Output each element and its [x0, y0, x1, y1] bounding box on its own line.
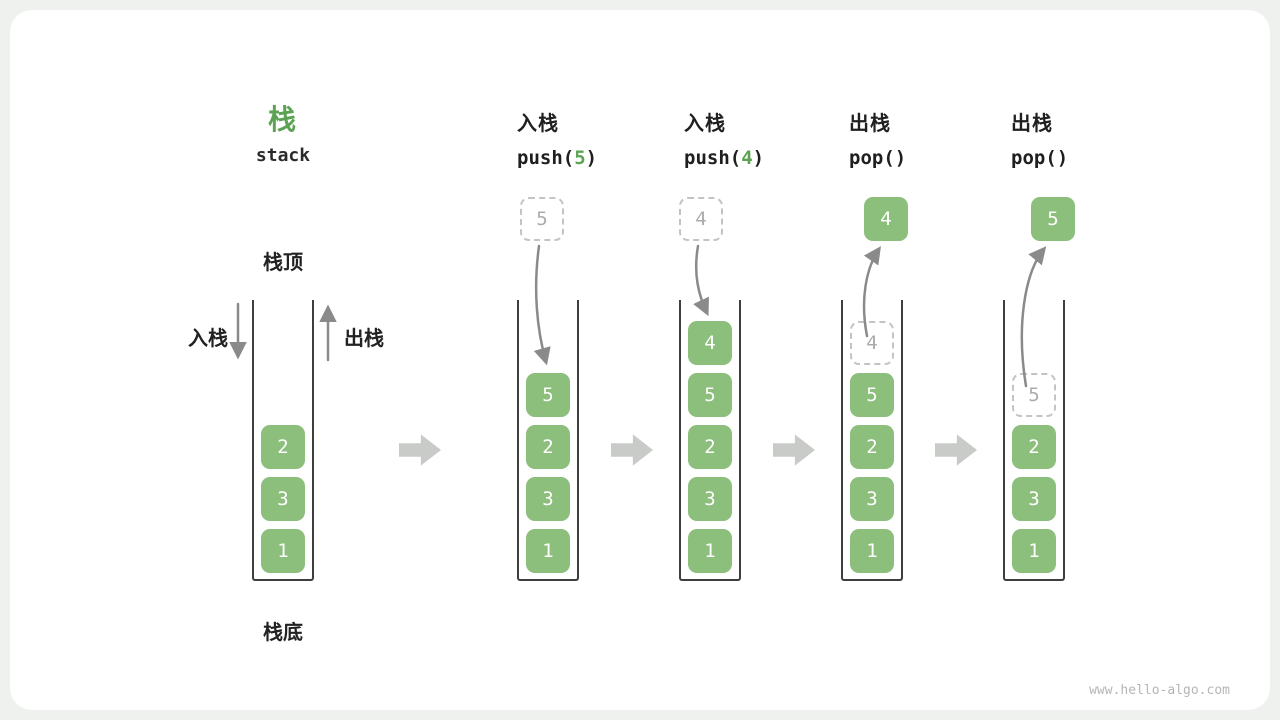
push-label: 入栈	[188, 328, 228, 350]
incoming-value-box: 5	[520, 197, 564, 241]
code-fn: pop(	[1011, 147, 1057, 169]
op-label: 入栈	[684, 113, 726, 135]
stack-frame-2	[517, 300, 579, 581]
code-fn: push(	[517, 147, 575, 169]
code-close: )	[894, 147, 907, 169]
stack-cell: 3	[1012, 477, 1056, 521]
stack-cell: 5	[850, 373, 894, 417]
column-header-push4: 入栈 push(4)	[684, 107, 764, 169]
stack-cell: 5	[688, 373, 732, 417]
stack-frame-4	[841, 300, 903, 581]
stack-cell: 1	[688, 529, 732, 573]
stack-cell: 2	[1012, 425, 1056, 469]
op-label: 出栈	[1011, 113, 1053, 135]
code-close: )	[752, 147, 765, 169]
stack-cell-removed: 5	[1012, 373, 1056, 417]
column-header-pop4: 出栈 pop()	[849, 107, 906, 169]
stack-cell: 4	[688, 321, 732, 365]
code-arg: 4	[741, 147, 753, 169]
pop-label: 出栈	[344, 328, 384, 350]
stack-cell: 2	[688, 425, 732, 469]
incoming-value-box: 4	[679, 197, 723, 241]
op-code: push(5)	[517, 147, 597, 169]
popped-value-box: 4	[864, 197, 908, 241]
diagram-card	[10, 10, 1270, 710]
op-code: pop()	[1011, 147, 1068, 169]
code-fn: push(	[684, 147, 742, 169]
stack-cell: 1	[850, 529, 894, 573]
stack-cell: 5	[526, 373, 570, 417]
stack-frame-1	[252, 300, 314, 581]
stack-cell: 3	[688, 477, 732, 521]
stack-cell-removed: 4	[850, 321, 894, 365]
watermark: www.hello-algo.com	[1089, 683, 1230, 698]
stack-frame-3	[679, 300, 741, 581]
op-code: push(4)	[684, 147, 764, 169]
diagram-subtitle: stack	[255, 145, 311, 166]
op-label: 入栈	[517, 113, 559, 135]
code-arg: 5	[574, 147, 586, 169]
stack-cell: 3	[526, 477, 570, 521]
column-header-pop5: 出栈 pop()	[1011, 107, 1068, 169]
stack-cell: 1	[526, 529, 570, 573]
code-close: )	[585, 147, 598, 169]
stack-top-label: 栈顶	[263, 252, 303, 274]
popped-value-box: 5	[1031, 197, 1075, 241]
stack-cell: 1	[261, 529, 305, 573]
code-close: )	[1056, 147, 1069, 169]
column-header-push5: 入栈 push(5)	[517, 107, 597, 169]
op-label: 出栈	[849, 113, 891, 135]
stack-cell: 3	[850, 477, 894, 521]
op-code: pop()	[849, 147, 906, 169]
diagram-title: 栈	[267, 104, 298, 135]
stack-frame-5	[1003, 300, 1065, 581]
stack-cell: 2	[850, 425, 894, 469]
stack-cell: 3	[261, 477, 305, 521]
stack-cell: 1	[1012, 529, 1056, 573]
stack-cell: 2	[526, 425, 570, 469]
stack-bottom-label: 栈底	[263, 622, 303, 644]
code-fn: pop(	[849, 147, 895, 169]
stack-cell: 2	[261, 425, 305, 469]
